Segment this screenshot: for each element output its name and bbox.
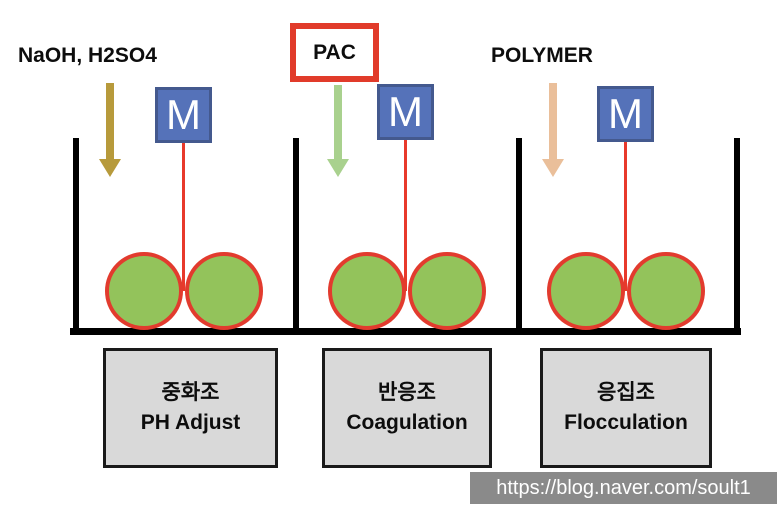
impeller-circle <box>627 252 705 330</box>
arrow-head <box>327 159 349 177</box>
tank-label-box-flocculation: 응집조 Flocculation <box>540 348 712 468</box>
tank-floor <box>70 328 741 335</box>
mixer-shaft <box>404 138 407 291</box>
tank-label-english: PH Adjust <box>140 411 241 434</box>
arrow-shaft <box>334 85 342 159</box>
mixer-shaft <box>624 140 627 291</box>
motor-label: M <box>388 88 423 135</box>
dosing-label-polymer: POLYMER <box>491 44 593 67</box>
impeller-circle <box>328 252 406 330</box>
motor-box: M <box>377 84 434 140</box>
tank-label-korean: 응집조 <box>597 381 655 404</box>
arrow-shaft <box>106 83 114 159</box>
impeller-circle <box>408 252 486 330</box>
arrow-shaft <box>549 83 557 159</box>
motor-label: M <box>166 91 201 138</box>
tank-wall <box>73 138 79 334</box>
motor-label: M <box>608 90 643 137</box>
tank-label-korean: 중화조 <box>161 381 220 404</box>
tank-wall <box>293 138 299 334</box>
arrow-head <box>99 159 121 177</box>
impeller-circle <box>547 252 625 330</box>
tank-label-box-ph-adjust: 중화조 PH Adjust <box>103 348 278 468</box>
tank-wall <box>734 138 740 334</box>
dosing-label-naoh-h2so4: NaOH, H2SO4 <box>18 44 157 67</box>
watermark-url: https://blog.naver.com/soult1 <box>470 472 777 504</box>
impeller-circle <box>185 252 263 330</box>
arrow-head <box>542 159 564 177</box>
tank-wall <box>516 138 522 334</box>
motor-box: M <box>155 87 212 143</box>
tank-label-box-coagulation: 반응조 Coagulation <box>322 348 492 468</box>
pac-highlight-box: PAC <box>290 23 379 82</box>
tank-label-english: Coagulation <box>346 411 468 434</box>
mixer-shaft <box>182 141 185 291</box>
motor-box: M <box>597 86 654 142</box>
tank-label-english: Flocculation <box>564 411 688 434</box>
dosing-label-pac: PAC <box>313 40 356 64</box>
tank-label-korean: 반응조 <box>378 381 436 404</box>
impeller-circle <box>105 252 183 330</box>
